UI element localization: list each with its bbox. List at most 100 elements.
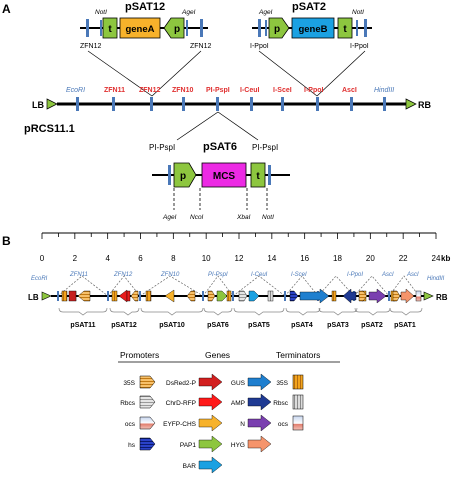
ruler-tick-label: 8	[171, 254, 176, 263]
psat6-mcs	[201, 162, 247, 188]
legend-gene-gus-icon	[247, 373, 272, 391]
psat3-gene	[342, 288, 357, 304]
psat6-promoter	[173, 162, 197, 188]
label-psat5: pSAT5	[248, 322, 270, 329]
psat12-p-label: p	[174, 24, 180, 35]
psat6b-terminator	[226, 290, 232, 302]
b-rb-label: RB	[436, 293, 448, 302]
psat12-zfn-right-mark	[200, 19, 203, 37]
legend-gene-hyg: HYG	[231, 442, 245, 449]
psat2-p-label: p	[274, 24, 280, 35]
label-psat2: pSAT2	[361, 322, 383, 329]
b-site-pi-pspi: PI-PspI	[208, 272, 228, 278]
psat12-gene-a	[119, 17, 161, 39]
legend-gene-dsred2-icon	[198, 373, 223, 391]
legend-promoter-ocs: ocs	[125, 421, 136, 428]
psat12-gene-label: geneA	[125, 24, 154, 35]
psat6-pspi-right-label: PI-PspI	[252, 143, 278, 152]
psat12-terminator	[102, 17, 118, 39]
psat12b-terminator	[111, 290, 118, 302]
ruler-tick-label: 22	[399, 254, 408, 263]
psat12-agei-mark	[186, 20, 188, 36]
psat11-terminator	[61, 290, 68, 302]
psat12-zfn-right-label: ZFN12	[190, 43, 212, 50]
psat6b-gene	[216, 290, 228, 302]
psat4-gene	[299, 288, 330, 304]
psat2-terminator	[337, 17, 353, 39]
psat2-promoter	[268, 17, 290, 39]
psat6-p-label: p	[180, 171, 186, 182]
psat6b-promoter	[207, 290, 216, 302]
psat12b-gene-body	[126, 290, 131, 302]
legend-gene-n: N	[240, 421, 245, 428]
prcs-site-zfn12: ZFN12	[139, 87, 161, 94]
psat6-terminator	[250, 162, 266, 188]
psat2-ippo-left-label: I-PpoI	[250, 43, 269, 50]
psat2b-promoter	[358, 290, 368, 302]
psat6-site-drops	[173, 188, 268, 210]
legend-terminator-ocs-icon	[292, 415, 304, 431]
psat2-noti-label: NotI	[352, 9, 364, 16]
b-site-ecori: EcoRI	[31, 276, 48, 282]
psat10-terminator	[145, 290, 152, 302]
ruler-tick-label: 24	[432, 254, 441, 263]
psat10-gene	[164, 289, 175, 303]
psat2-ippo-right-mark	[364, 19, 367, 37]
prcs-site-asci: AscI	[342, 87, 357, 94]
psat10-promoter	[186, 290, 196, 302]
label-psat1: pSAT1	[394, 322, 416, 329]
psat2-title: pSAT2	[292, 1, 326, 13]
b-site-zfn10: ZFN10	[160, 272, 180, 278]
prcs-site-hindiii: HindIII	[374, 87, 394, 94]
ruler-tick-label: 0	[40, 254, 45, 263]
psat6-t-label: t	[256, 171, 260, 182]
prcs-lb-label: LB	[32, 100, 44, 110]
legend-gene-amp: AMP	[231, 400, 245, 407]
psat2-ippo-right-label: I-PpoI	[350, 43, 369, 50]
legend-terminator-rbsc: Rbsc	[273, 400, 289, 407]
ruler-tick-label: 6	[138, 254, 143, 263]
prcs11-construct: EcoRI ZFN11 ZFN12 ZFN10 PI-PspI I-CeuI I…	[24, 87, 431, 135]
psat6-xbai-label: XbaI	[236, 214, 251, 221]
b-lb-label: LB	[28, 293, 39, 302]
psat2-agei-label: AgeI	[258, 9, 273, 16]
psat6-agei-label: AgeI	[162, 214, 177, 221]
psat6-mcs-label: MCS	[213, 171, 236, 182]
legend-promoter-hs: hs	[128, 442, 136, 449]
psat2-gene-label: geneB	[298, 24, 327, 35]
prcs-site-i-ppoi: I-PpoI	[304, 87, 323, 94]
psat4-terminator	[331, 290, 337, 302]
legend-gene-amp-icon	[247, 393, 272, 411]
ruler-tick-label: 12	[235, 254, 244, 263]
psat12-agei-label: AgeI	[181, 9, 196, 16]
b-rb-arrow	[423, 291, 434, 301]
cassette-elements	[61, 288, 422, 304]
legend-gene-chrd-rfp-icon	[198, 393, 223, 411]
legend-gene-bar-icon	[198, 456, 223, 474]
psat6-ncoi-label: NcoI	[190, 214, 204, 221]
b-site-zfn12: ZFN12	[113, 272, 133, 278]
legend-gene-dsred2: DsRed2-P	[166, 380, 196, 387]
psat11-gene-body	[68, 290, 77, 302]
psat12-title: pSAT12	[125, 1, 165, 13]
psat6-construct: PI-PspI pSAT6 PI-PspI p MCS t AgeI NcoI …	[149, 141, 290, 221]
psat6-noti-label: NotI	[262, 214, 274, 221]
prcs-rb-label: RB	[418, 100, 431, 110]
b-site-i-scei: I-SceI	[291, 272, 307, 278]
psat12-zfn-left-label: ZFN12	[80, 43, 102, 50]
legend-terminator-ocs: ocs	[278, 421, 289, 428]
b-site-i-ceui: I-CeuI	[251, 272, 268, 278]
prcs-rb-arrow	[405, 98, 417, 110]
ruler-tick-label: 4	[105, 254, 110, 263]
label-psat4: pSAT4	[291, 322, 313, 329]
legend-promoter-hs-icon	[139, 437, 156, 451]
psat2-t-label: t	[343, 24, 347, 35]
legend-promoter-rbcs: Rbcs	[120, 400, 136, 407]
panel-b-letter: B	[2, 234, 11, 248]
psat6-pspi-left-label: PI-PspI	[149, 143, 175, 152]
ruler-tick-label: 20	[366, 254, 375, 263]
psat11-promoter	[77, 290, 91, 302]
legend-terminator-rbsc-icon	[292, 394, 304, 410]
psat1-gene	[400, 288, 415, 304]
ruler-unit: kb	[441, 254, 450, 263]
